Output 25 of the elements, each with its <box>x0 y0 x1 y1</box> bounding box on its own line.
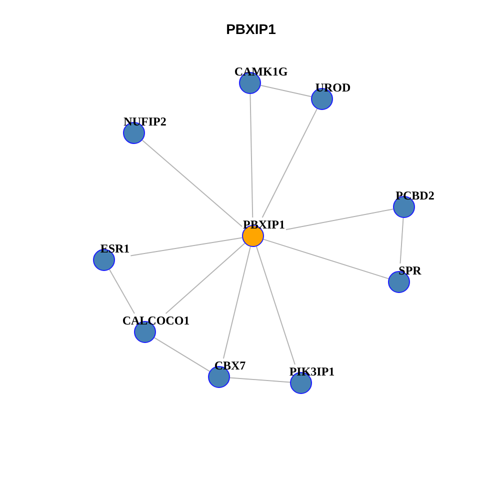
edge-line <box>250 94 254 218</box>
edge-line <box>142 140 242 227</box>
edge-line <box>263 238 389 280</box>
node-label: PIK3IP1 <box>289 366 335 378</box>
edge-line <box>256 246 296 365</box>
edge-line <box>130 237 243 256</box>
edge-line <box>260 84 312 98</box>
edge-line <box>400 217 404 264</box>
edge-line <box>222 246 251 359</box>
edge-line <box>108 269 135 314</box>
node-label: CAMK1G <box>234 66 288 78</box>
node-label: SPR <box>398 264 422 278</box>
node-label: CBX7 <box>214 360 246 372</box>
node-label: CALCOCO1 <box>122 314 190 328</box>
node-label: ESR1 <box>100 242 130 256</box>
edge-line <box>154 337 210 372</box>
edge-line <box>229 377 291 383</box>
edge-line <box>165 242 246 314</box>
node-label: UROD <box>315 82 351 94</box>
chart-title: PBXIP1 <box>226 21 276 38</box>
edge-line <box>262 108 318 218</box>
node-label: NUFIP2 <box>124 116 166 128</box>
edge-line <box>286 208 394 230</box>
node-label: PBXIP1 <box>243 218 285 232</box>
node-label: PCBD2 <box>396 190 434 202</box>
